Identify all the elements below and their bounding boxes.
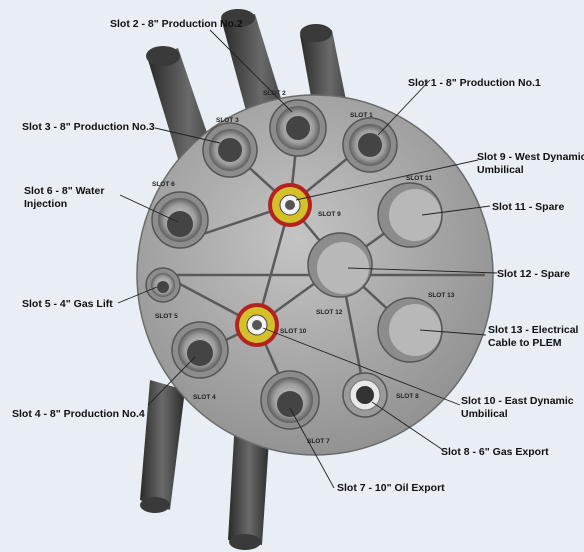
slot-label-1: SLOT 1 bbox=[350, 112, 373, 119]
slot-label-2: SLOT 2 bbox=[263, 90, 286, 97]
callout-slot-3: Slot 3 - 8" Production No.3 bbox=[22, 121, 155, 133]
slot-label-6: SLOT 6 bbox=[152, 181, 175, 188]
slot-label-5: SLOT 5 bbox=[155, 313, 178, 320]
slot-label-12: SLOT 12 bbox=[316, 309, 343, 316]
slot-label-10: SLOT 10 bbox=[280, 328, 307, 335]
slot-label-4: SLOT 4 bbox=[193, 394, 216, 401]
slot-5 bbox=[146, 268, 180, 302]
slot-9-umbilical bbox=[268, 183, 312, 227]
callout-slot-8: Slot 8 - 6" Gas Export bbox=[441, 446, 549, 458]
callout-slot-5: Slot 5 - 4" Gas Lift bbox=[22, 298, 113, 310]
callout-slot-7: Slot 7 - 10" Oil Export bbox=[337, 482, 445, 494]
callout-slot-12: Slot 12 - Spare bbox=[497, 268, 570, 280]
callout-slot-4: Slot 4 - 8" Production No.4 bbox=[12, 408, 145, 420]
slot-12 bbox=[308, 233, 372, 297]
callout-slot-10-line1: Slot 10 - East Dynamic bbox=[461, 395, 574, 407]
slot-label-3: SLOT 3 bbox=[216, 117, 239, 124]
callout-slot-1: Slot 1 - 8" Production No.1 bbox=[408, 77, 541, 89]
callout-slot-6-line2: Injection bbox=[24, 198, 67, 210]
slot-6 bbox=[152, 192, 208, 248]
callout-slot-9-line1: Slot 9 - West Dynamic bbox=[477, 151, 584, 163]
slot-13 bbox=[378, 298, 442, 362]
slot-7 bbox=[261, 371, 319, 429]
callout-slot-2: Slot 2 - 8" Production No.2 bbox=[110, 18, 243, 30]
callout-slot-10-line2: Umbilical bbox=[461, 408, 508, 420]
slot-4 bbox=[172, 322, 228, 378]
slot-1 bbox=[343, 118, 397, 172]
slot-8 bbox=[343, 373, 387, 417]
slot-11 bbox=[378, 183, 442, 247]
callout-slot-6-line1: Slot 6 - 8" Water bbox=[24, 185, 104, 197]
slot-10-umbilical bbox=[235, 303, 279, 347]
slot-label-7: SLOT 7 bbox=[307, 438, 330, 445]
callout-slot-9-line2: Umbilical bbox=[477, 164, 524, 176]
callout-slot-11: Slot 11 - Spare bbox=[492, 201, 565, 213]
slot-label-11: SLOT 11 bbox=[406, 175, 432, 182]
slot-label-9: SLOT 9 bbox=[318, 211, 341, 218]
slot-label-8: SLOT 8 bbox=[396, 393, 419, 400]
slot-label-13: SLOT 13 bbox=[428, 292, 455, 299]
slot-2 bbox=[270, 100, 326, 156]
slot-3 bbox=[203, 123, 257, 177]
callout-slot-13-line1: Slot 13 - Electrical bbox=[488, 324, 579, 336]
callout-slot-13-line2: Cable to PLEM bbox=[488, 337, 562, 349]
